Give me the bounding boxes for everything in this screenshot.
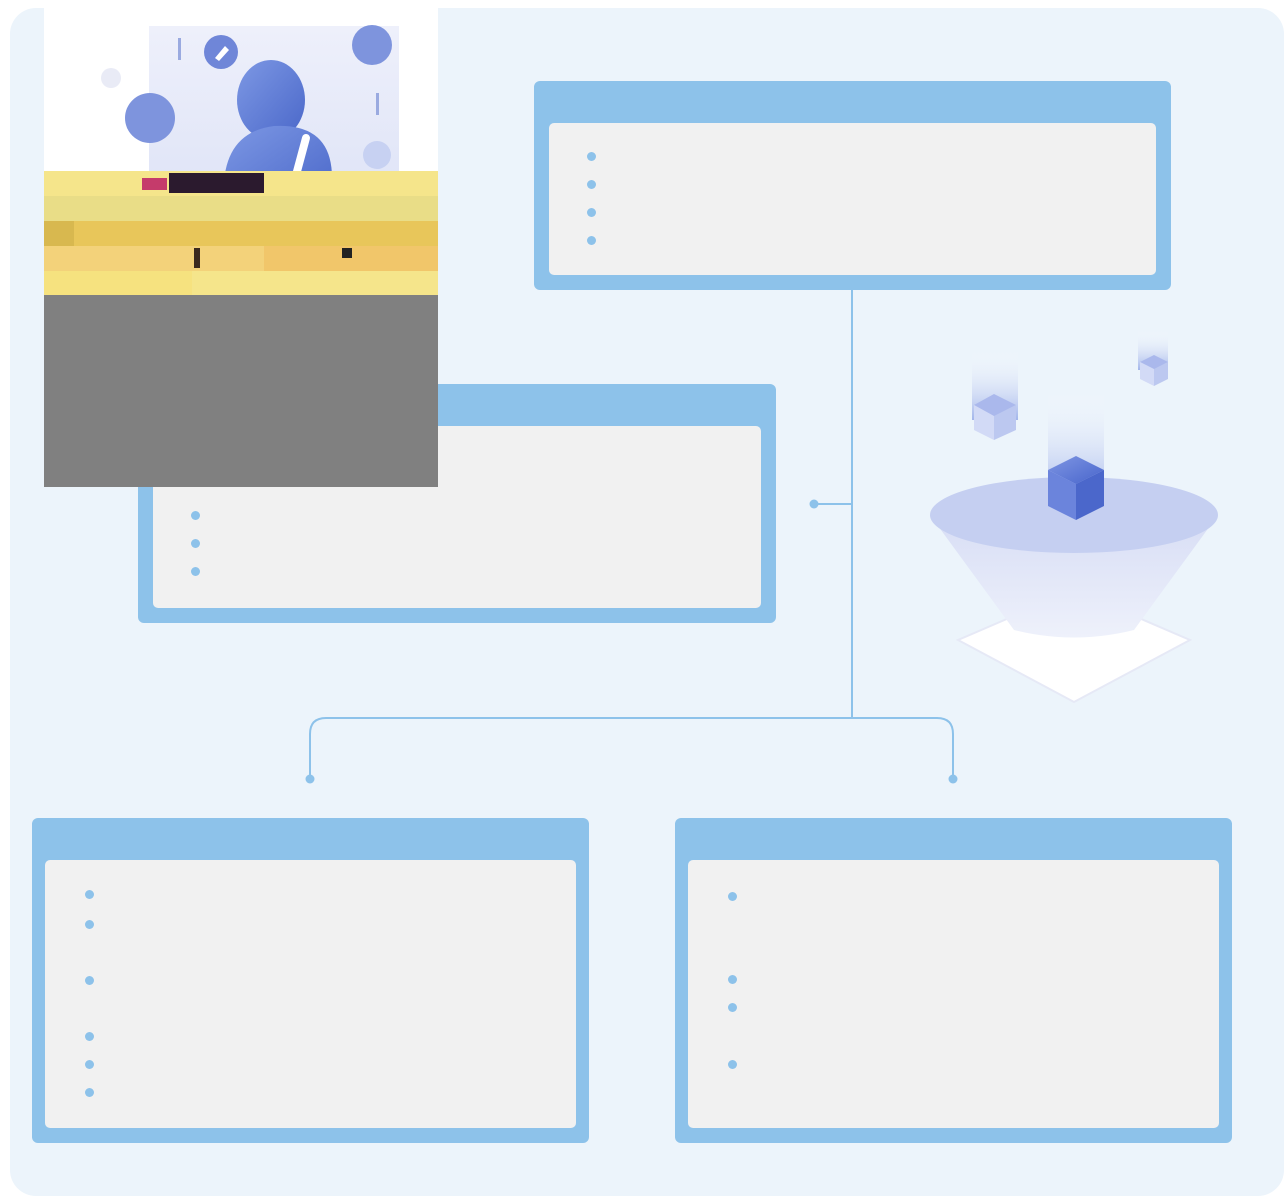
bottom-left-card: [32, 818, 589, 1143]
top-card: [534, 81, 1171, 290]
list-bullet: [85, 1060, 94, 1069]
list-bullet: [191, 539, 200, 548]
list-bullet: [728, 892, 737, 901]
list-bullet: [587, 236, 596, 245]
list-bullet: [85, 920, 94, 929]
list-bullet: [191, 567, 200, 576]
list-bullet: [728, 975, 737, 984]
list-bullet: [587, 180, 596, 189]
list-bullet: [587, 208, 596, 217]
funnel-cubes-illustration: [928, 330, 1220, 710]
list-bullet: [85, 1032, 94, 1041]
top-card-body: [549, 123, 1156, 275]
list-bullet: [728, 1060, 737, 1069]
list-bullet: [85, 1088, 94, 1097]
list-bullet: [191, 511, 200, 520]
bottom-left-card-body: [45, 860, 576, 1128]
bottom-right-card: [675, 818, 1232, 1143]
list-bullet: [85, 890, 94, 899]
bottom-right-card-body: [688, 860, 1219, 1128]
list-bullet: [587, 152, 596, 161]
list-bullet: [85, 976, 94, 985]
list-bullet: [728, 1003, 737, 1012]
person-checkmark-illustration: [44, 8, 438, 487]
